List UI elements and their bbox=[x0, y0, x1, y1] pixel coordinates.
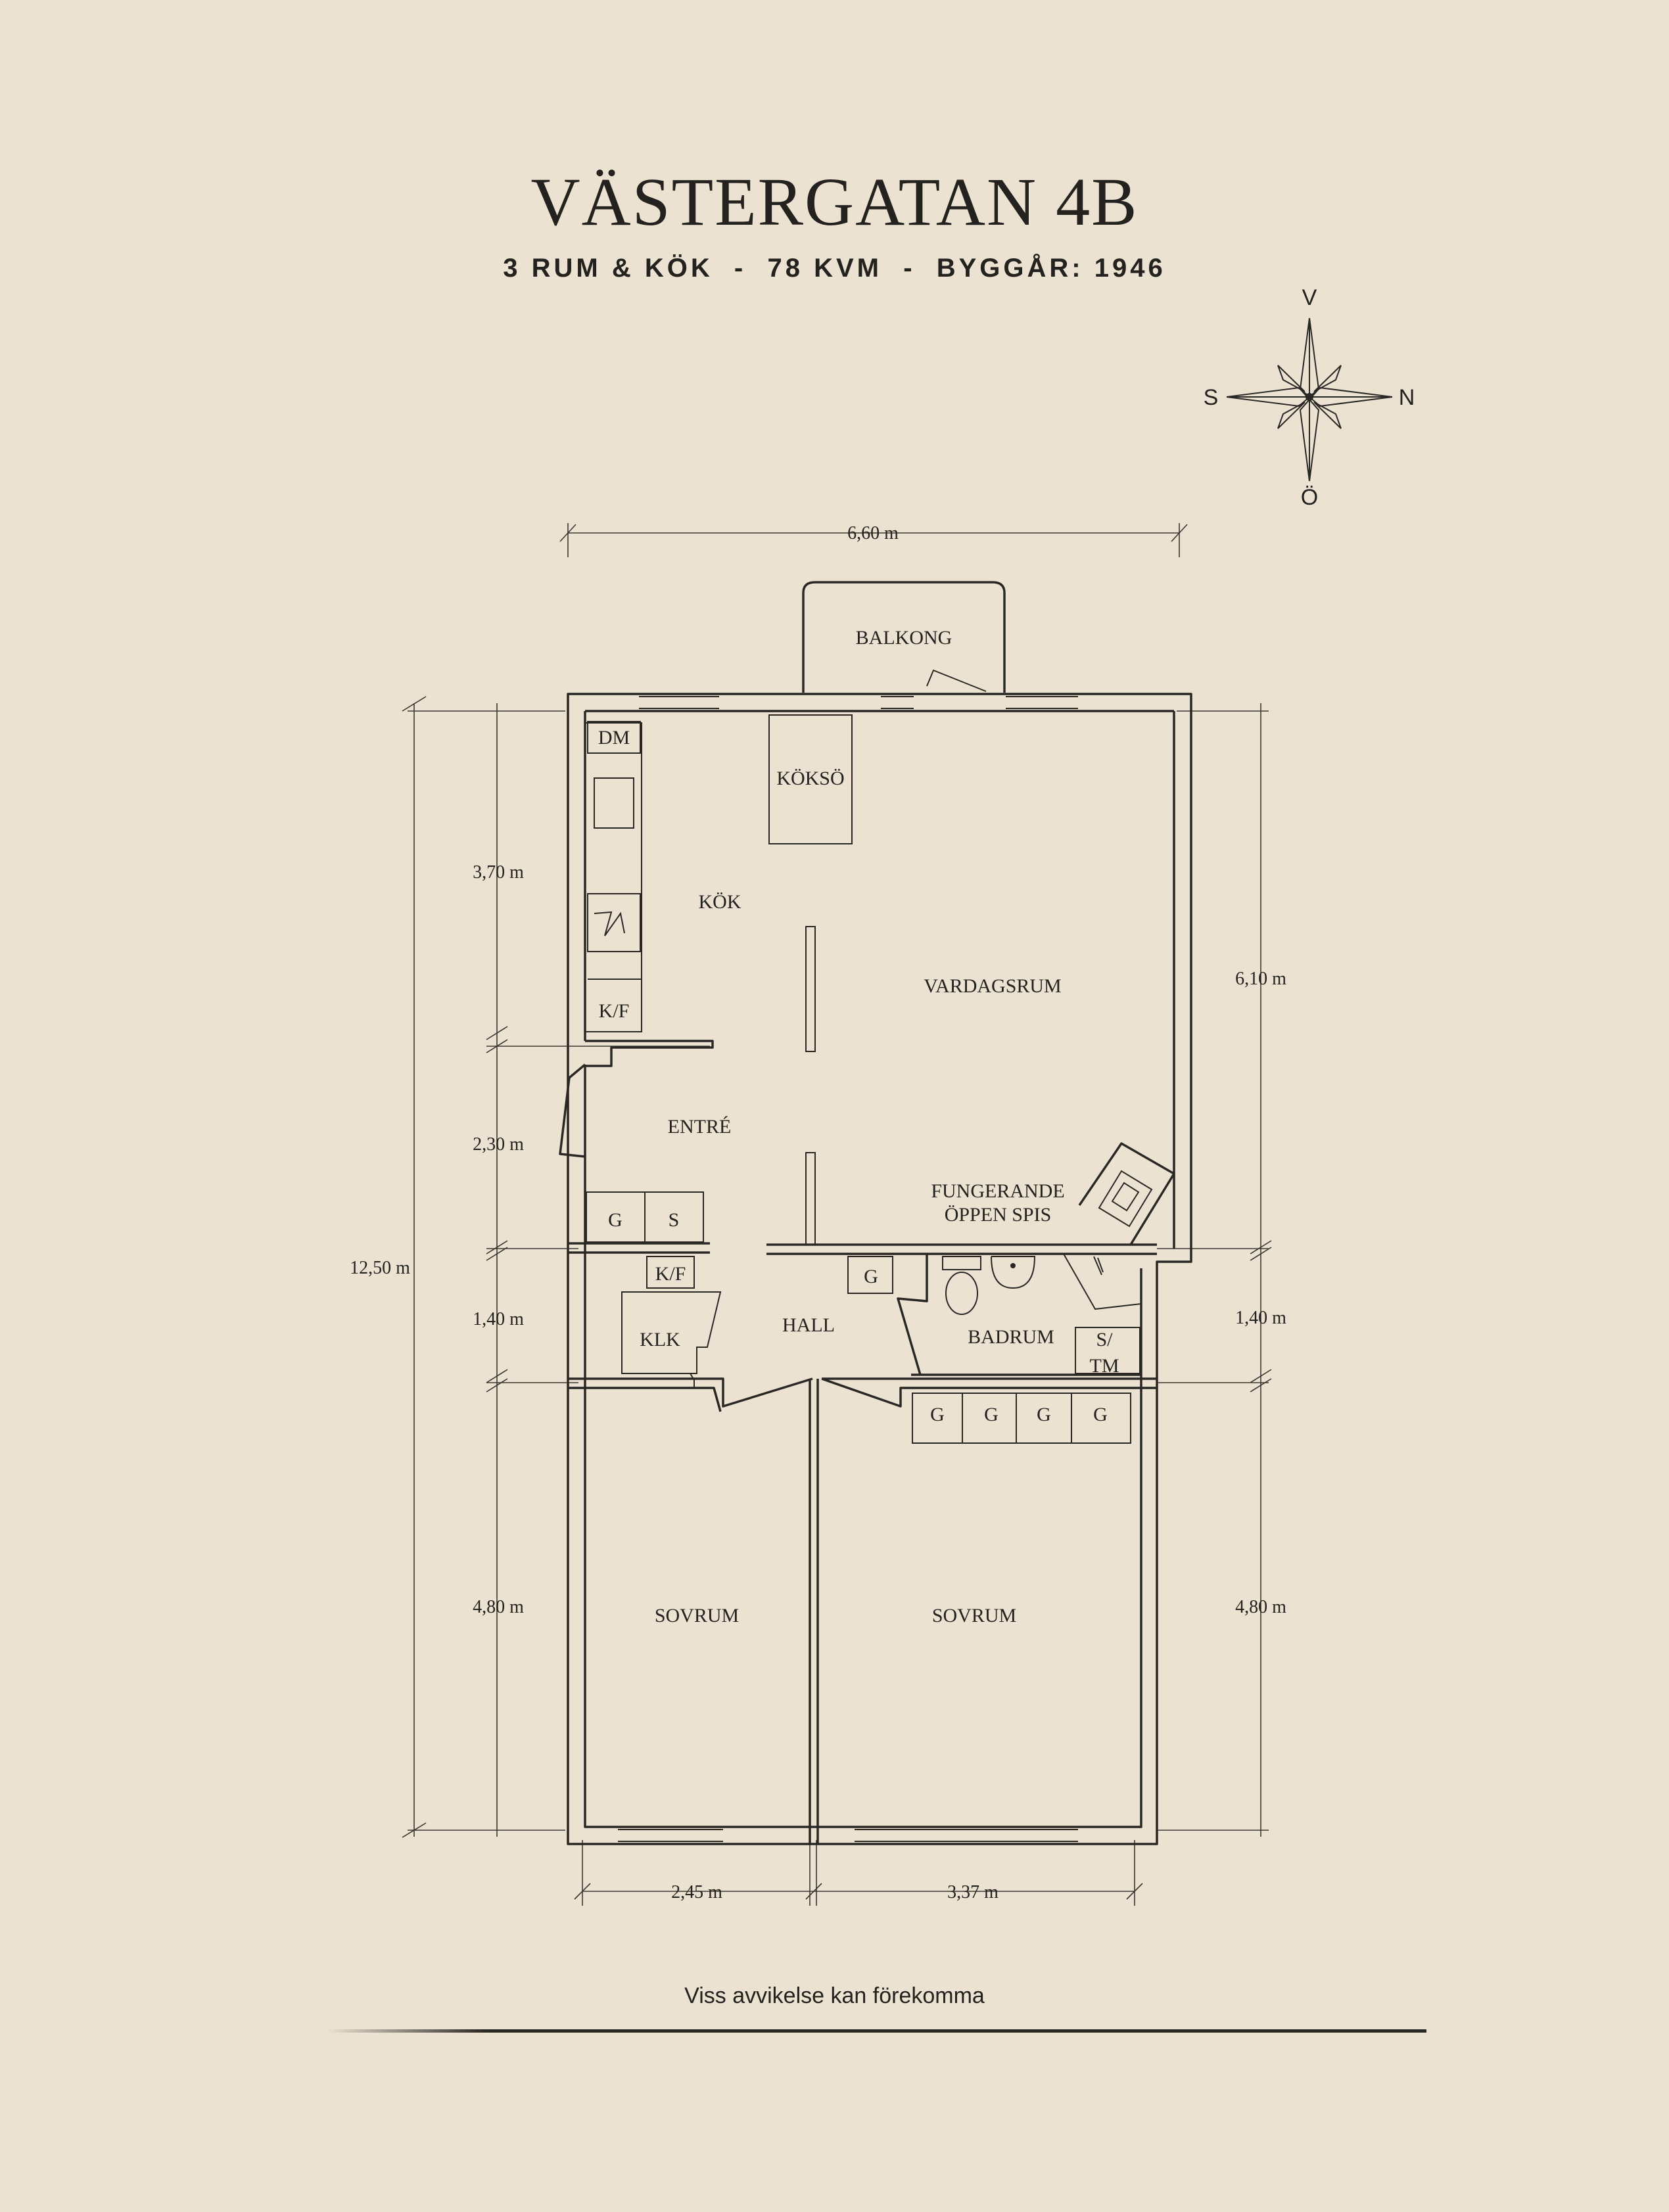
dim-label-right-bedroom: 4,80 m bbox=[1235, 1597, 1286, 1617]
dim-label-bottom-left: 2,45 m bbox=[671, 1882, 722, 1902]
room-label-klk: KLK bbox=[640, 1329, 680, 1350]
room-label-kok: KÖK bbox=[699, 891, 741, 913]
dim-label-left-kitchen: 3,70 m bbox=[473, 862, 524, 883]
disclaimer-text: Viss avvikelse kan förekomma bbox=[684, 1983, 985, 2008]
compass-v-label: V bbox=[1302, 285, 1317, 310]
footer-rule bbox=[327, 2029, 1426, 2033]
dim-label-bottom-right: 3,37 m bbox=[947, 1882, 999, 1902]
dim-label-overall-height: 12,50 m bbox=[350, 1258, 410, 1278]
room-label-fireplace-line2: ÖPPEN SPIS bbox=[945, 1204, 1052, 1226]
room-label-stm-line1: S/ bbox=[1096, 1329, 1113, 1350]
room-label-kokso: KÖKSÖ bbox=[776, 768, 844, 789]
wardrobe-label: G bbox=[1093, 1404, 1108, 1425]
walls bbox=[559, 581, 1192, 1845]
closet-label-g-entre: G bbox=[608, 1209, 623, 1231]
dimension-lines bbox=[402, 523, 1272, 1906]
room-label-vardagsrum: VARDAGSRUM bbox=[924, 975, 1062, 997]
room-label-kf-kitchen: K/F bbox=[599, 1000, 630, 1022]
room-label-kf-hall: K/F bbox=[655, 1263, 686, 1285]
room-label-dm: DM bbox=[598, 727, 630, 749]
wardrobe-label: G bbox=[1037, 1404, 1051, 1425]
compass-o-label: Ö bbox=[1301, 485, 1318, 510]
dim-label-right-bath: 1,40 m bbox=[1235, 1308, 1286, 1328]
room-label-fireplace-line1: FUNGERANDE bbox=[931, 1180, 1064, 1202]
room-label-badrum: BADRUM bbox=[968, 1326, 1054, 1348]
closet-label-g-hall: G bbox=[864, 1266, 878, 1287]
room-label-sovrum-left: SOVRUM bbox=[655, 1605, 739, 1626]
compass-s-label: S bbox=[1204, 385, 1219, 410]
dim-label-left-bedroom: 4,80 m bbox=[473, 1597, 524, 1617]
wardrobe-label: G bbox=[984, 1404, 999, 1425]
room-label-hall: HALL bbox=[782, 1314, 835, 1336]
dim-label-left-entre: 2,30 m bbox=[473, 1134, 524, 1155]
room-label-sovrum-right: SOVRUM bbox=[932, 1605, 1016, 1626]
dim-label-right-living: 6,10 m bbox=[1235, 969, 1286, 989]
footer-rule-fade bbox=[327, 2029, 485, 2033]
page-subtitle: 3 RUM & KÖK - 78 KVM - BYGGÅR: 1946 bbox=[503, 254, 1166, 283]
dim-label-top-width: 6,60 m bbox=[847, 523, 899, 543]
wardrobe-label: G bbox=[930, 1404, 945, 1425]
compass-rose-icon bbox=[1226, 317, 1393, 482]
page-title: VÄSTERGATAN 4B bbox=[530, 164, 1139, 240]
closet-label-s-entre: S bbox=[669, 1209, 680, 1231]
room-label-stm-line2: TM bbox=[1090, 1355, 1119, 1377]
compass-n-label: N bbox=[1399, 385, 1415, 410]
dim-label-left-hall: 1,40 m bbox=[473, 1309, 524, 1329]
room-label-balkong: BALKONG bbox=[856, 627, 952, 649]
room-label-entre: ENTRÉ bbox=[668, 1116, 732, 1138]
